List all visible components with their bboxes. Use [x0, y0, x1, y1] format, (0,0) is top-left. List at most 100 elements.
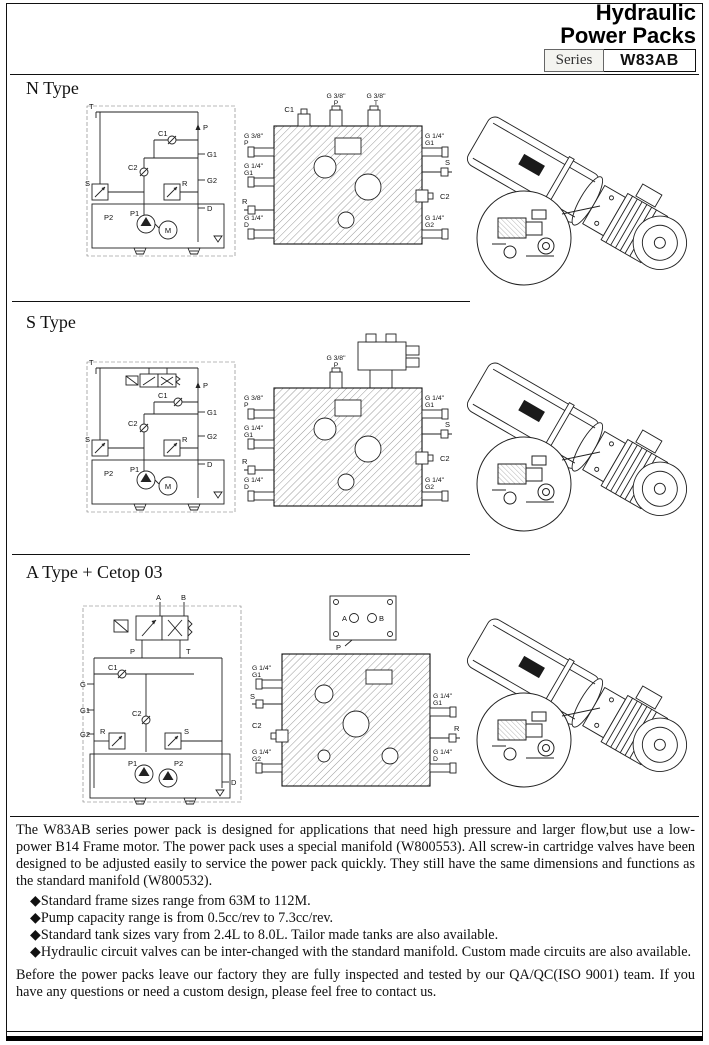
label-left-g1-size: G 1/4" [244, 163, 264, 170]
s-manifold-labels: G 3/8" P G 3/8" P G 1/4" G1 R G 1/4" D G… [242, 355, 450, 491]
label-d: D [207, 460, 213, 469]
series-value: W83AB [604, 49, 696, 72]
description-paragraph-2: Before the power packs leave our factory… [16, 967, 695, 1001]
a-type-manifold-diagram: A B P G 1/4" G1 S C2 G 1/4" G2 G 1/4" G1… [250, 595, 461, 787]
label-c1: C1 [158, 129, 168, 138]
label-s: S [184, 727, 189, 736]
description-block: The W83AB series power pack is designed … [16, 822, 695, 1001]
label-c2: C2 [252, 721, 262, 730]
label-p1: P1 [130, 209, 139, 218]
n-type-powerpack-illustration [462, 100, 702, 286]
label-right-d-size: G 1/4" [433, 749, 453, 756]
label-top-p-name: P [334, 362, 339, 369]
s-type-circuit-diagram: T P C1 G1 C2 G2 S R P2 P1 M D [85, 358, 236, 513]
s-type-powerpack-illustration [462, 346, 702, 532]
label-p2: P2 [104, 469, 113, 478]
label-m: M [165, 226, 171, 235]
label-s: S [445, 158, 450, 167]
label-left-g1-size: G 1/4" [252, 665, 272, 672]
label-r: R [182, 179, 188, 188]
n-type-circuit-diagram: T P C1 G1 C2 G2 S R P2 P1 M D [85, 102, 236, 257]
label-left-d-name: D [244, 222, 249, 229]
label-s: S [250, 692, 255, 701]
label-left-g1-name: G1 [252, 672, 261, 679]
page-title: Hydraulic Power Packs [560, 0, 696, 48]
label-right-g2-size: G 1/4" [425, 215, 445, 222]
label-left-g2-size: G 1/4" [252, 749, 272, 756]
label-a: A [342, 614, 347, 623]
label-left-p-size: G 3/8" [244, 395, 264, 402]
label-t: T [186, 647, 191, 656]
section-title-a-type: A Type + Cetop 03 [26, 562, 163, 582]
label-top-p-size: G 3/8" [326, 355, 346, 362]
label-right-g1-size: G 1/4" [433, 693, 453, 700]
label-r: R [242, 197, 248, 206]
label-r: R [100, 727, 106, 736]
section-title-s-type: S Type [26, 312, 76, 332]
label-g1: G1 [207, 408, 217, 417]
label-c2: C2 [128, 163, 138, 172]
label-right-g1-size: G 1/4" [425, 133, 445, 140]
feature-bullets: ◆Standard frame sizes range from 63M to … [30, 893, 695, 961]
series-label: Series [544, 49, 604, 72]
label-left-d-size: G 1/4" [244, 215, 264, 222]
bullet-pump-capacity: ◆Pump capacity range is from 0.5cc/rev t… [30, 910, 334, 927]
n-circuit-labels: T P C1 G1 C2 G2 S R P2 P1 M D [85, 102, 217, 235]
footer-thin-line [6, 1031, 703, 1032]
label-left-d-name: D [244, 484, 249, 491]
label-top-t-name: T [374, 100, 378, 107]
s-type-manifold-diagram: G 3/8" P G 3/8" P G 1/4" G1 R G 1/4" D G… [242, 333, 453, 507]
label-right-g1-name: G1 [425, 140, 434, 147]
label-p: P [203, 381, 208, 390]
label-left-g1-name: G1 [244, 432, 253, 439]
label-left-p-name: P [244, 402, 249, 409]
label-d: D [207, 204, 213, 213]
bullet-frame-sizes: ◆Standard frame sizes range from 63M to … [30, 893, 311, 910]
bullet-circuit-valves: ◆Hydraulic circuit valves can be inter-c… [30, 944, 692, 961]
label-top-t-size: G 3/8" [366, 93, 386, 100]
label-c2: C2 [132, 709, 142, 718]
page-title-line1: Hydraulic [595, 0, 696, 25]
label-p: P [203, 123, 208, 132]
label-p1: P1 [128, 759, 137, 768]
label-left-p-size: G 3/8" [244, 133, 264, 140]
series-box: Series W83AB [544, 49, 696, 72]
label-b: B [379, 614, 384, 623]
description-paragraph-1: The W83AB series power pack is designed … [16, 822, 695, 890]
label-r: R [182, 435, 188, 444]
section-divider [12, 301, 470, 303]
label-s: S [85, 435, 90, 444]
header-rule [10, 74, 699, 76]
label-g2: G2 [207, 432, 217, 441]
n-type-manifold-diagram: G 3/8" P G 3/8" T C1 G 3/8" P G 1/4" G1 … [242, 93, 453, 245]
label-g2: G2 [207, 176, 217, 185]
label-t: T [89, 358, 94, 367]
label-p1: P1 [130, 465, 139, 474]
label-r: R [242, 457, 248, 466]
label-right-g2-name: G2 [425, 484, 434, 491]
s-circuit-labels: T P C1 G1 C2 G2 S R P2 P1 M D [85, 358, 217, 491]
description-divider [10, 816, 699, 818]
label-p2: P2 [174, 759, 183, 768]
label-g1: G1 [207, 150, 217, 159]
section-title-n-type: N Type [26, 78, 79, 98]
a-type-powerpack-illustration [462, 602, 702, 788]
label-top-p-name: P [334, 100, 339, 107]
bullet-tank-sizes: ◆Standard tank sizes vary from 2.4L to 8… [30, 927, 499, 944]
page-title-line2: Power Packs [560, 22, 696, 48]
label-left-p-name: P [244, 140, 249, 147]
label-g: G [80, 680, 86, 689]
label-right-g2-size: G 1/4" [425, 477, 445, 484]
label-right-g1-name: G1 [425, 402, 434, 409]
a-circuit-labels: A B P T C1 G G1 G2 C2 R S P1 P2 D [80, 593, 237, 787]
label-c1: C1 [108, 663, 118, 672]
label-p2: P2 [104, 213, 113, 222]
label-g2: G2 [80, 730, 90, 739]
label-p: P [130, 647, 135, 656]
a-type-circuit-diagram: A B P T C1 G G1 G2 C2 R S P1 P2 D [80, 593, 242, 805]
label-left-d-size: G 1/4" [244, 477, 264, 484]
label-s: S [445, 420, 450, 429]
a-manifold-labels: A B P G 1/4" G1 S C2 G 1/4" G2 G 1/4" G1… [250, 614, 460, 763]
label-c1: C1 [158, 391, 168, 400]
label-b: B [181, 593, 186, 602]
